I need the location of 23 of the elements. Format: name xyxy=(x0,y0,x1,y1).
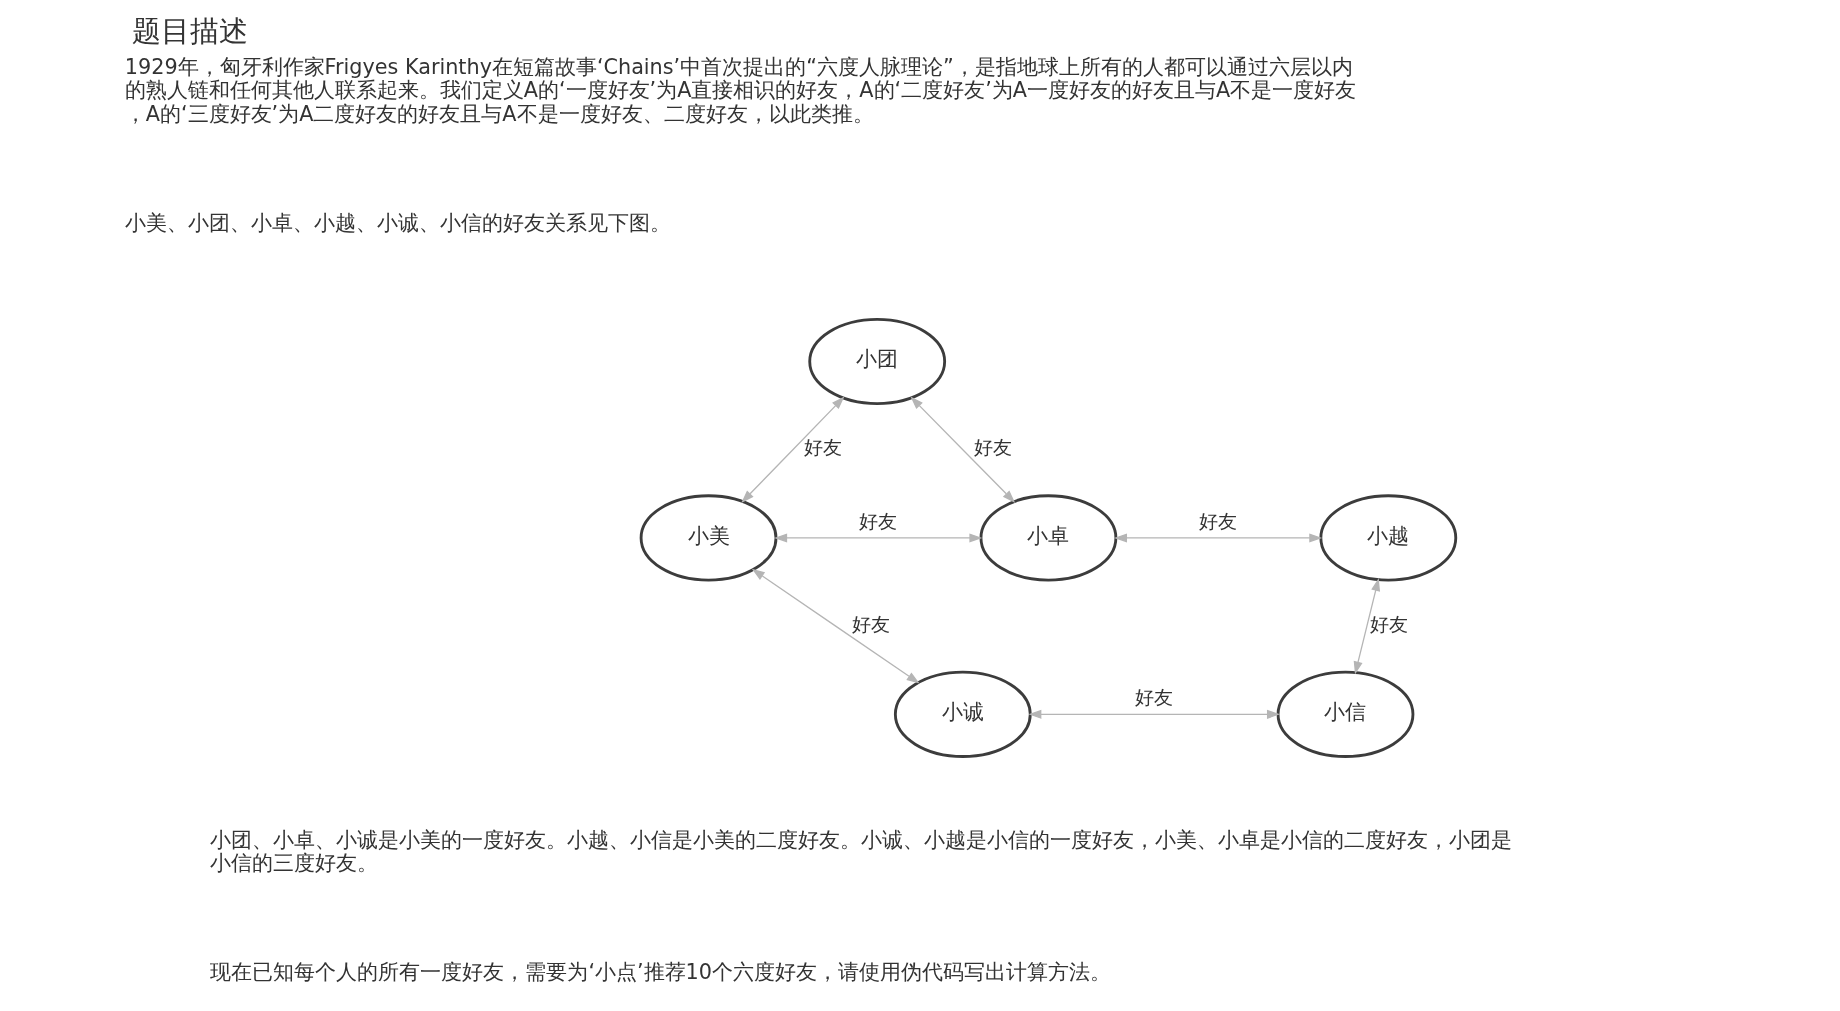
node-ellipse: 小团 xyxy=(808,317,947,406)
diagram-title: 题目描述 xyxy=(131,15,248,49)
arrow xyxy=(1028,709,1280,719)
arrow xyxy=(1114,533,1323,543)
arrow xyxy=(741,396,845,503)
edge-label: 好友 xyxy=(1199,509,1238,533)
label: 1929年，匈牙利作家Frigyes Karinthy在短篇故事‘Chains’中首次提出的“六度人脉理论”，是指地球上所有的人都可以通过六层以内的熟人链和任何其他人联系起来。我们定义A的‘一度好友’为A直接相识的好友，A的‘二度好友’为A一度好友的好友且与A不是一度好友，A的‘三度好友’为A二度好友的好友且与A不是一度好友、二度好友，以此类推。 xyxy=(124,54,1357,126)
edge-label: 好友 xyxy=(1135,685,1174,709)
arrow xyxy=(774,533,983,543)
edge-label: 好友 xyxy=(974,436,1013,460)
arrow xyxy=(910,396,1016,503)
node-ellipse: 小信 xyxy=(1276,670,1415,758)
arrow xyxy=(1353,578,1381,675)
edge-label: 好友 xyxy=(1369,612,1408,636)
edge-label: 好友 xyxy=(859,509,898,533)
label: 小团、小卓、小诚是小美的一度好友。小越、小信是小美的二度好友。小诚、小越是小信的一度好友，小美、小卓是小信的二度好友，小团是小信的三度好友。 xyxy=(210,828,1513,876)
edge-label: 好友 xyxy=(804,436,843,460)
edge-label: 好友 xyxy=(852,612,891,636)
node-ellipse: 小越 xyxy=(1319,494,1458,582)
label: 小美、小团、小卓、小越、小诚、小信的好友关系见下图。 xyxy=(124,210,671,235)
node-ellipse: 小卓 xyxy=(979,494,1118,582)
label: 现在已知每个人的所有一度好友，需要为‘小点’推荐10个六度好友，请使用伪代码写出计算方法。 xyxy=(210,960,1112,985)
arrow xyxy=(751,568,920,684)
